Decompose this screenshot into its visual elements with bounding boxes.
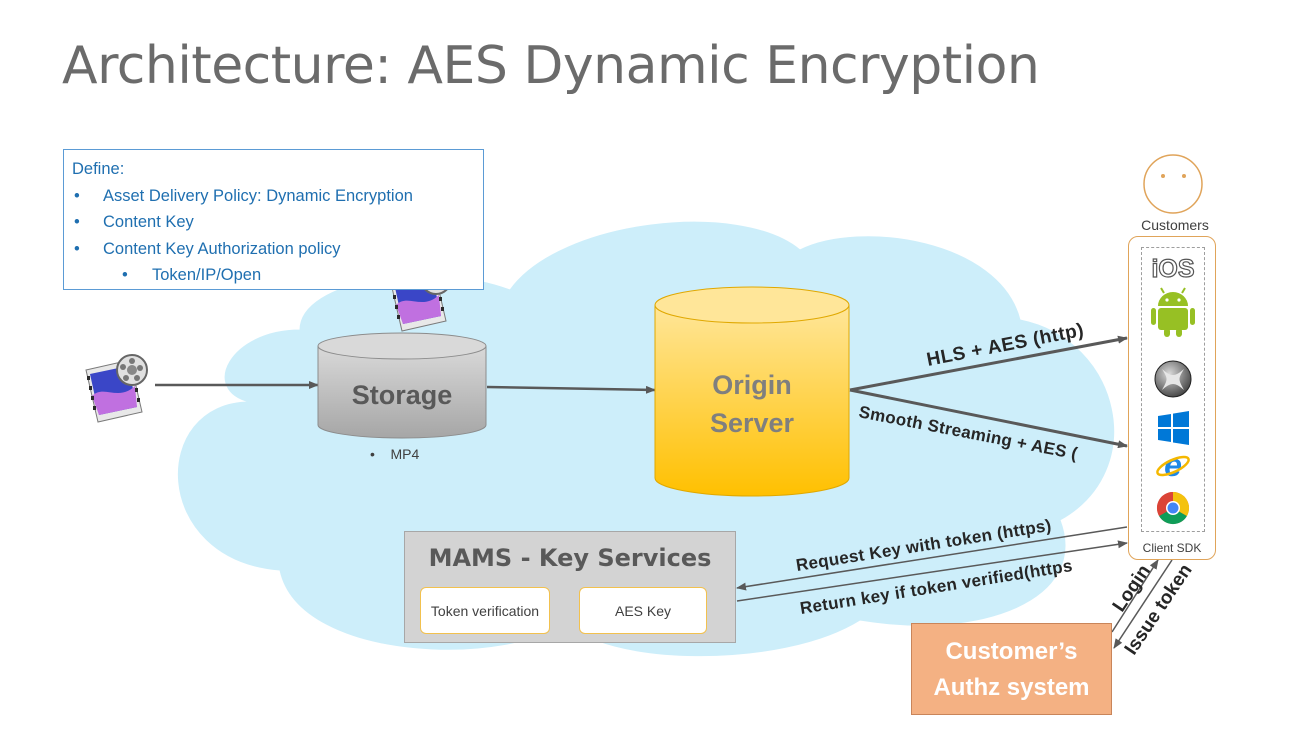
origin-label-line1: Origin bbox=[712, 370, 792, 400]
origin-label-line2: Server bbox=[710, 408, 795, 438]
token-verification-label: Token verification bbox=[430, 602, 540, 619]
storage-label: Storage bbox=[352, 380, 453, 410]
android-logo-icon bbox=[1151, 287, 1195, 337]
video-file-icon bbox=[85, 354, 148, 423]
chrome-logo-icon bbox=[1156, 491, 1190, 525]
mams-key-services-box: MAMS - Key Services Token verification A… bbox=[404, 531, 736, 643]
windows-logo-icon bbox=[1158, 411, 1189, 445]
definition-heading: Define: bbox=[72, 160, 125, 178]
storage-to-origin-arrow bbox=[486, 385, 656, 394]
authz-line1: Customer’s bbox=[945, 638, 1078, 665]
request-key-arrow bbox=[736, 526, 1128, 591]
smooth-arrow bbox=[849, 388, 1128, 449]
aes-key-box: AES Key bbox=[579, 587, 707, 634]
definition-box: Define: Asset Delivery Policy: Dynamic E… bbox=[63, 149, 484, 290]
return-key-arrow bbox=[736, 540, 1128, 602]
svg-text:iOS: iOS bbox=[1151, 255, 1194, 283]
hls-arrow bbox=[849, 335, 1128, 392]
storage-format-note: • MP4 bbox=[370, 446, 419, 462]
aes-key-label: AES Key bbox=[614, 602, 672, 619]
issue-token-arrow bbox=[1113, 559, 1173, 649]
ios-logo-icon: iOS bbox=[1148, 254, 1198, 284]
definition-item: Content Key Authorization policy bbox=[72, 236, 475, 263]
bullet: • bbox=[370, 446, 391, 462]
definition-item: Content Key bbox=[72, 209, 475, 236]
definition-subitem: Token/IP/Open bbox=[72, 262, 475, 289]
authz-line2: Authz system bbox=[933, 674, 1090, 701]
login-arrow bbox=[1111, 559, 1159, 633]
client-sdk-label: Client SDK bbox=[1142, 541, 1202, 555]
client-platforms-list bbox=[1141, 247, 1205, 532]
token-verification-box: Token verification bbox=[420, 587, 550, 634]
page-title: Architecture: AES Dynamic Encryption bbox=[62, 36, 1040, 96]
definition-list: Asset Delivery Policy: Dynamic Encryptio… bbox=[72, 183, 475, 289]
origin-server-cylinder: Origin Server bbox=[654, 286, 850, 497]
storage-cylinder: Storage bbox=[317, 332, 487, 439]
definition-item: Asset Delivery Policy: Dynamic Encryptio… bbox=[72, 183, 475, 210]
xbox-logo-icon bbox=[1154, 360, 1192, 398]
mams-title: MAMS - Key Services bbox=[428, 544, 712, 572]
customer-authz-system-box: Customer’s Authz system bbox=[911, 623, 1112, 715]
storage-format-text: MP4 bbox=[390, 446, 420, 462]
internet-explorer-icon: e bbox=[1156, 447, 1190, 483]
svg-text:e: e bbox=[1164, 447, 1182, 483]
customers-label: Customers bbox=[1141, 217, 1209, 233]
smiley-face-icon bbox=[1143, 154, 1203, 214]
client-platform-icons: iOS e bbox=[1148, 254, 1198, 525]
